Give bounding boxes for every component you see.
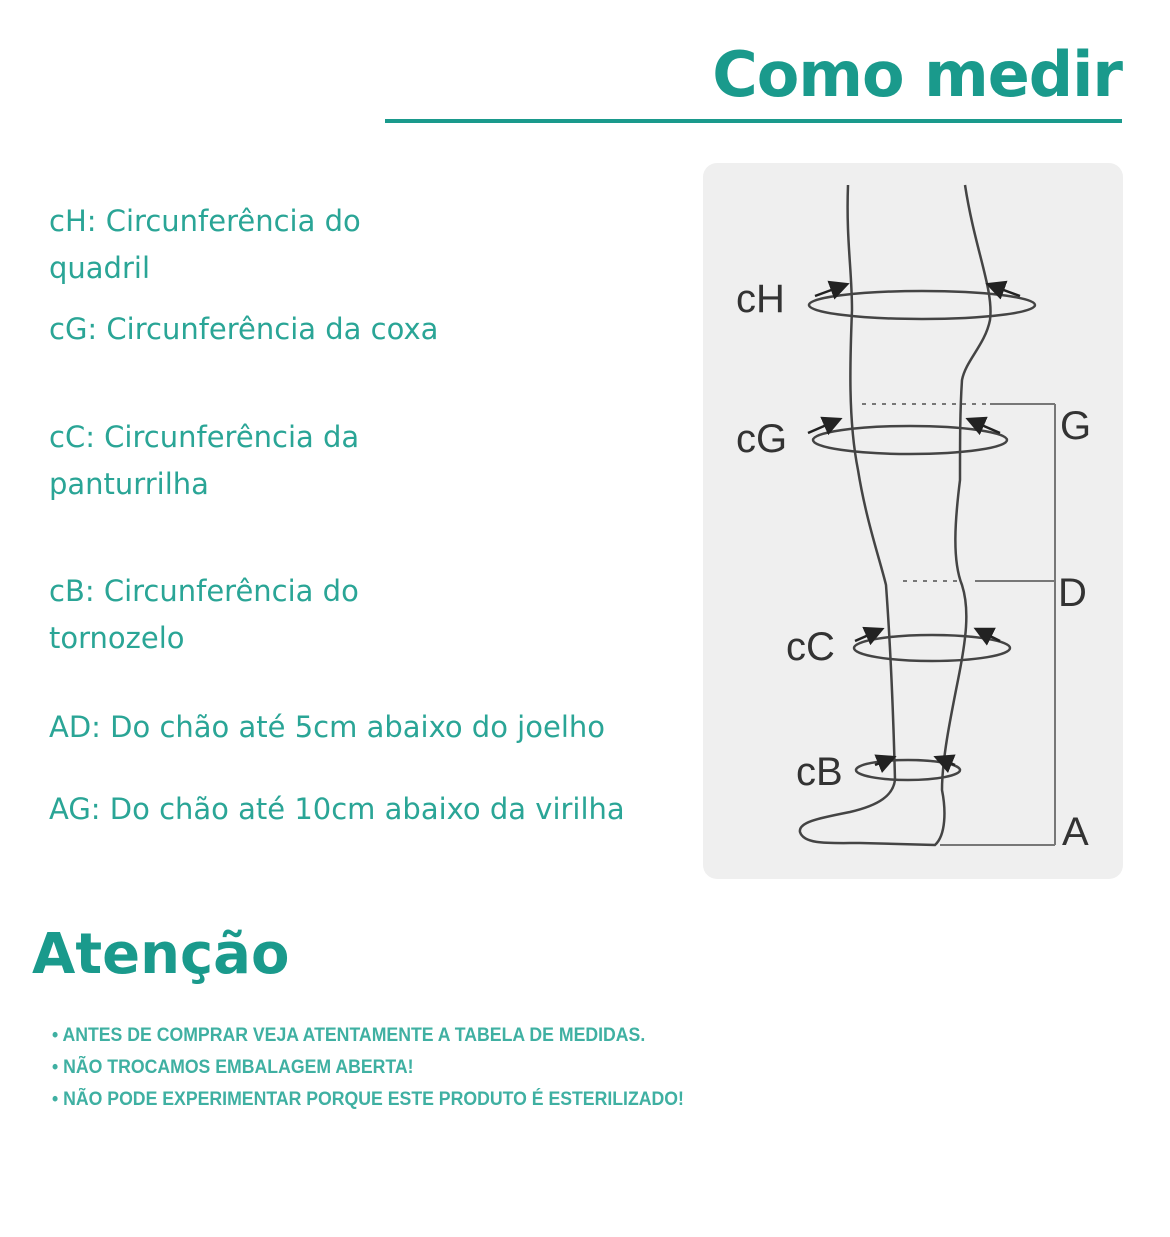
leg-outline bbox=[798, 184, 992, 847]
attention-title: Atenção bbox=[32, 922, 290, 987]
attention-bullet: NÃO PODE EXPERIMENTAR PORQUE ESTE PRODUT… bbox=[52, 1084, 684, 1116]
ring-cb bbox=[854, 758, 962, 782]
label-cc: cC bbox=[786, 625, 835, 669]
height-bracket bbox=[862, 403, 1056, 846]
ring-cc bbox=[852, 633, 1012, 663]
label-cg: cG bbox=[736, 417, 787, 461]
attention-bullet: ANTES DE COMPRAR VEJA ATENTAMENTE A TABE… bbox=[52, 1020, 684, 1052]
legend-item-ad: AD: Do chão até 5cm abaixo do joelho bbox=[49, 710, 605, 744]
label-cb: cB bbox=[796, 750, 843, 794]
legend-item-cc: cC: Circunferência da panturrilha bbox=[49, 420, 360, 501]
label-a: A bbox=[1062, 810, 1089, 854]
page-title: Como medir bbox=[712, 38, 1123, 111]
legend-item-cb: cB: Circunferência do tornozelo bbox=[49, 574, 359, 655]
label-g: G bbox=[1060, 404, 1091, 448]
attention-list: ANTES DE COMPRAR VEJA ATENTAMENTE A TABE… bbox=[52, 1020, 731, 1116]
title-underline bbox=[385, 119, 1122, 123]
attention-bullet: NÃO TROCAMOS EMBALAGEM ABERTA! bbox=[52, 1052, 684, 1084]
arrow-icons bbox=[807, 280, 1021, 773]
measure-rings bbox=[807, 289, 1037, 782]
ring-cg bbox=[811, 424, 1009, 456]
ring-ch bbox=[807, 289, 1037, 321]
label-ch: cH bbox=[736, 277, 785, 321]
legend-item-ag: AG: Do chão até 10cm abaixo da virilha bbox=[49, 792, 625, 826]
label-d: D bbox=[1058, 571, 1087, 615]
legend-item-cg: cG: Circunferência da coxa bbox=[49, 312, 439, 346]
legend-item-ch: cH: Circunferência do quadril bbox=[49, 204, 361, 285]
